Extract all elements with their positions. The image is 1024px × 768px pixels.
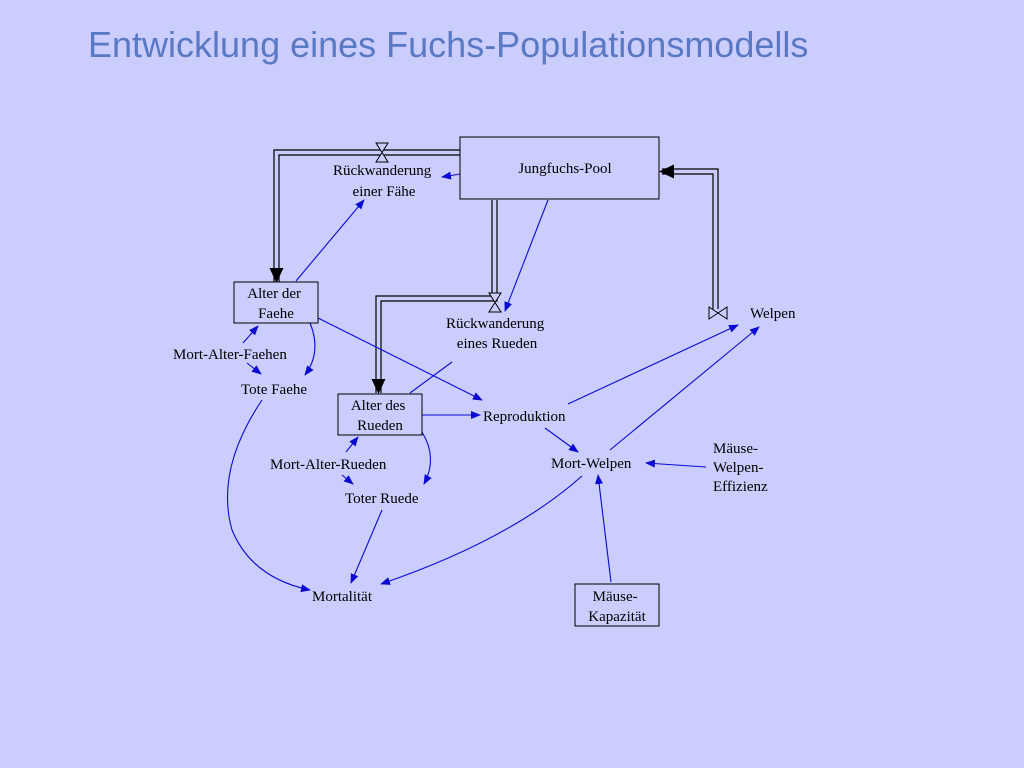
- link-mort-alter-rueden-to-rueden: [345, 436, 359, 453]
- variable-label: Mort-Welpen: [551, 456, 632, 472]
- link-faehe-to-tote-faehe: [304, 322, 316, 376]
- link-rueden-to-rueckwanderung-rueden: [409, 361, 453, 394]
- variable-mort-alter-rueden[interactable]: Mort-Alter-Rueden: [270, 457, 387, 473]
- flow-pipe-to-rueden: [371, 200, 498, 394]
- variable-label-line: Welpen-: [713, 460, 763, 476]
- variable-toter-ruede[interactable]: Toter Ruede: [345, 491, 419, 507]
- flow-valve-rueckwanderung-rueden: [488, 292, 502, 313]
- flow-pipe-welpen-to-pool: [659, 164, 719, 309]
- link-reproduktion-to-welpen: [567, 324, 739, 405]
- link-effizienz-to-mort-welpen: [645, 459, 707, 468]
- link-mort-welpen-to-welpen: [609, 326, 760, 451]
- flow-valve-welpen: [708, 306, 728, 320]
- variable-rueckwanderung-eines-rueden[interactable]: Rückwanderung eines Rueden: [446, 316, 548, 352]
- variable-label: Toter Ruede: [345, 491, 419, 507]
- variable-label-line: eines Rueden: [457, 336, 538, 352]
- variable-rueckwanderung-einer-faehe[interactable]: Rückwanderung einer Fähe: [333, 163, 435, 200]
- variable-mort-alter-faehen[interactable]: Mort-Alter-Faehen: [173, 347, 287, 363]
- stock-label-line: Faehe: [258, 306, 294, 322]
- link-tote-faehe-to-mortalitaet: [226, 399, 311, 593]
- svg-text:Mäuse- Welpen-: Mäuse- Welpen- Effizienz: [713, 441, 768, 495]
- variable-welpen[interactable]: Welpen: [750, 306, 796, 322]
- variable-tote-faehe[interactable]: Tote Faehe: [241, 382, 307, 398]
- variable-mort-welpen[interactable]: Mort-Welpen: [551, 456, 632, 472]
- variable-label: Mort-Alter-Faehen: [173, 347, 287, 363]
- flow-valve-rueckwanderung-faehe: [375, 142, 389, 163]
- variable-label: Mortalität: [312, 589, 373, 605]
- link-faehe-to-rueckwanderung-faehe: [295, 199, 365, 282]
- stock-alter-der-faehe[interactable]: Alter der Faehe: [233, 281, 319, 324]
- variable-reproduktion[interactable]: Reproduktion: [483, 409, 566, 425]
- stock-alter-des-rueden[interactable]: Alter des Rueden: [337, 393, 423, 436]
- svg-text:Mäuse- Kapazität: Mäuse- Kapazität: [588, 589, 646, 625]
- stock-label-line: Alter des: [351, 398, 406, 414]
- svg-text:Alter der Faehe: Alter der Faehe: [247, 286, 304, 322]
- link-mort-welpen-to-mortalitaet: [380, 475, 583, 585]
- link-toter-ruede-to-mortalitaet: [350, 509, 383, 584]
- link-mort-alter-faehen-to-tote-faehe: [246, 362, 262, 375]
- stock-label-line: Kapazität: [588, 609, 646, 625]
- svg-text:Rückwanderung eines Ru: Rückwanderung eines Rueden: [446, 316, 548, 352]
- svg-text:Jungfuchs-Pool: Jungfuchs-Pool: [518, 161, 611, 177]
- variable-label-line: Effizienz: [713, 479, 768, 495]
- link-faehe-to-reproduktion: [317, 317, 483, 401]
- stock-label: Jungfuchs-Pool: [518, 161, 611, 177]
- variable-label: Reproduktion: [483, 409, 566, 425]
- link-mort-alter-faehen-to-faehe: [242, 325, 259, 344]
- variable-mortalitaet[interactable]: Mortalität: [312, 589, 373, 605]
- stock-label-line: Alter der: [247, 286, 301, 302]
- link-kapazitaet-to-mort-welpen: [595, 474, 612, 583]
- variable-maeuse-welpen-effizienz[interactable]: Mäuse- Welpen- Effizienz: [713, 441, 768, 495]
- stock-maeuse-kapazitaet[interactable]: Mäuse- Kapazität: [574, 583, 660, 627]
- link-reproduktion-to-mort-welpen: [544, 427, 579, 453]
- svg-text:Alter des Rueden: Alter des Rueden: [351, 398, 409, 434]
- variable-label-line: Mäuse-: [713, 441, 758, 457]
- variable-label-line: einer Fähe: [353, 184, 416, 200]
- svg-text:Rückwanderung einer Fä: Rückwanderung einer Fähe: [333, 163, 435, 200]
- variable-label: Tote Faehe: [241, 382, 307, 398]
- flow-pipe-to-faehe: [269, 149, 460, 283]
- causal-links: [226, 171, 760, 593]
- link-pool-to-rueckwanderung-rueden: [504, 199, 549, 312]
- variable-label-line: Rückwanderung: [333, 163, 432, 179]
- variable-label: Mort-Alter-Rueden: [270, 457, 387, 473]
- variable-label: Welpen: [750, 306, 796, 322]
- stock-label-line: Mäuse-: [593, 589, 638, 605]
- stock-jungfuchs-pool[interactable]: Jungfuchs-Pool: [459, 136, 660, 200]
- variable-label-line: Rückwanderung: [446, 316, 545, 332]
- link-rueden-to-toter-ruede: [421, 431, 432, 485]
- stock-label-line: Rueden: [357, 418, 403, 434]
- slide-title: Entwicklung eines Fuchs-Populationsmodel…: [88, 24, 809, 65]
- link-pool-to-rueckwanderung-faehe: [441, 171, 461, 180]
- link-mort-alter-rueden-to-toter-ruede: [341, 474, 354, 485]
